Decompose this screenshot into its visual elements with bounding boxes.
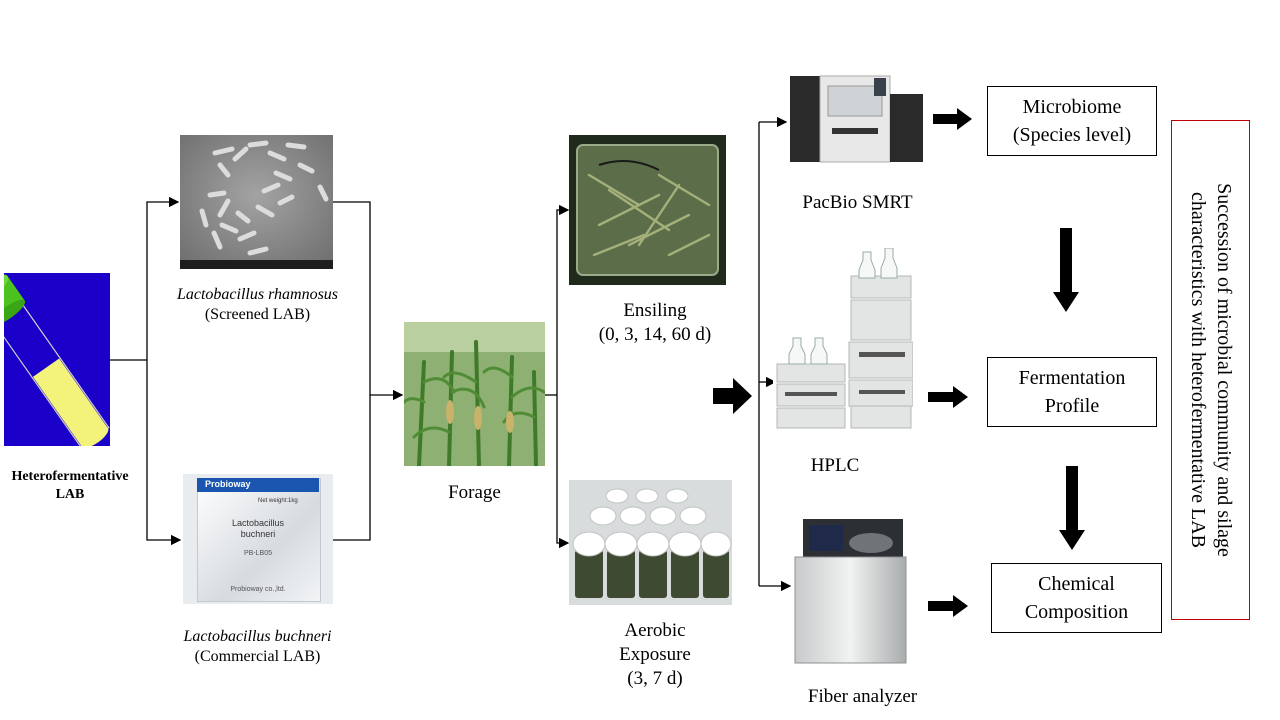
source-label-line1: Heterofermentative (11, 469, 129, 484)
culture-tube-image (4, 273, 110, 446)
hplc-label: HPLC (810, 455, 860, 476)
aerobic-label-line3: (3, 7 d) (627, 667, 683, 689)
result-chemical-line2: Composition (1024, 601, 1129, 623)
strain-rhamnosus-type: (Screened LAB) (204, 306, 311, 323)
strain-buchneri-name: Lactobacillus buchneri (183, 628, 332, 645)
package-product-line1: Lactobacillus (231, 518, 285, 528)
arrow-to-instruments (713, 378, 752, 414)
package-product-line2: buchneri (240, 528, 276, 539)
aerobic-label-line2: Exposure (619, 643, 691, 665)
arrow-microbiome-to-fermentation (1053, 228, 1079, 312)
arrow-pacbio-to-microbiome (933, 108, 972, 130)
aerobic-label-line1: Aerobic (624, 620, 686, 641)
fiber-analyzer-label: Fiber analyzer (807, 686, 918, 707)
result-fermentation-line1: Fermentation (1018, 367, 1126, 389)
sequencer-image (788, 66, 925, 164)
result-microbiome-box: Microbiome (Species level) (987, 86, 1157, 156)
conclusion-text: Succession of microbial community and si… (1186, 183, 1235, 557)
result-fermentation-box: Fermentation Profile (987, 357, 1157, 427)
result-fermentation-line2: Profile (1044, 395, 1100, 417)
arrow-fermentation-to-chemical (1059, 466, 1085, 550)
corn-field-image (404, 322, 545, 466)
connector-to-aerobic (556, 395, 570, 549)
conclusion-box: Succession of microbial community and si… (1171, 120, 1250, 620)
result-chemical-line1: Chemical (1038, 573, 1115, 595)
sem-micrograph-image (180, 135, 333, 269)
package-code: PB-LB05 (243, 550, 273, 557)
package-product-name: Lactobacillus buchneri (197, 518, 319, 540)
result-chemical-box: Chemical Composition (991, 563, 1162, 633)
package-company: Probioway co.,ltd. (230, 586, 286, 593)
hplc-image (773, 248, 913, 432)
strain-rhamnosus-label: Lactobacillus rhamnosus (Screened LAB) (150, 285, 365, 325)
pacbio-label: PacBio SMRT (802, 192, 913, 213)
ensiling-label: Ensiling (0, 3, 14, 60 d) (570, 299, 740, 347)
connector-to-ensiling (556, 204, 570, 395)
source-label-line2: LAB (55, 486, 85, 502)
ensiling-label-line2: (0, 3, 14, 60 d) (598, 323, 712, 345)
fiber-analyzer-image (793, 515, 908, 665)
ensiling-label-line1: Ensiling (623, 300, 687, 321)
result-microbiome-line1: Microbiome (1022, 96, 1122, 118)
silage-bag-image (569, 135, 726, 285)
jars-image (569, 480, 732, 605)
forage-label: Forage (448, 482, 501, 503)
product-package-image: Probioway Net weight:1kg Lactobacillus b… (183, 474, 333, 604)
strain-buchneri-label: Lactobacillus buchneri (Commercial LAB) (150, 627, 365, 667)
package-brand: Probioway (205, 479, 251, 489)
aerobic-label: Aerobic Exposure (3, 7 d) (570, 619, 740, 690)
result-microbiome-line2: (Species level) (1012, 124, 1132, 146)
arrow-fiber-to-chemical (928, 595, 968, 617)
strain-buchneri-type: (Commercial LAB) (194, 648, 321, 665)
arrow-hplc-to-fermentation (928, 386, 968, 408)
connector-to-rhamnosus (146, 196, 180, 360)
connector-rhamnosus-merge (333, 201, 371, 395)
connector-to-buchneri (146, 360, 182, 546)
strain-rhamnosus-name: Lactobacillus rhamnosus (176, 286, 339, 303)
package-net-weight: Net weight:1kg (258, 498, 298, 504)
source-label: Heterofermentative LAB (0, 468, 140, 503)
connector-buchneri-merge (333, 395, 371, 541)
